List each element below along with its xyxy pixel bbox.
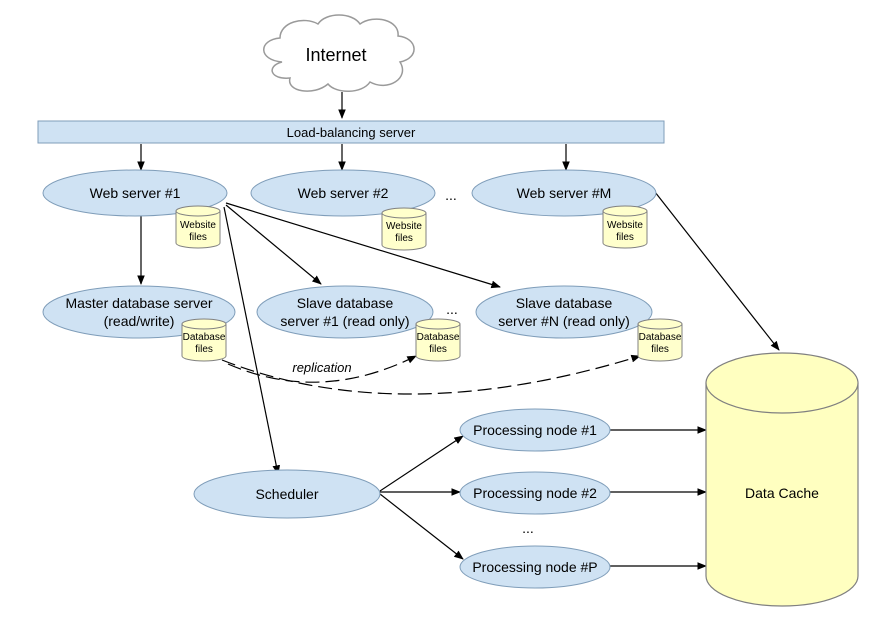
- database-files-slave-1-body: [415, 324, 461, 362]
- database-files-master: Database files: [181, 318, 227, 362]
- arrow-scheduler-to-node1: [379, 435, 464, 492]
- web-server-2-shape: [250, 169, 436, 217]
- web-server-1-shape: [42, 169, 228, 217]
- processing-node-1: Processing node #1: [459, 408, 611, 452]
- slave-database-n-label-1: Slave database: [516, 295, 613, 311]
- database-files-master-label-1: Database: [183, 332, 226, 343]
- database-files-slave-1-top: [415, 318, 461, 330]
- website-files-2-body: [381, 213, 427, 251]
- replication-line-2: [221, 354, 641, 395]
- master-database-label-2: (read/write): [104, 313, 175, 329]
- arrow-web1-to-slave1: [225, 204, 322, 285]
- load-balancer-bar: [37, 120, 665, 144]
- website-files-2-label-2: files: [395, 233, 413, 244]
- scheduler: Scheduler: [193, 469, 381, 519]
- web-server-ellipsis: ...: [445, 187, 457, 203]
- data-cache: Data Cache: [705, 352, 859, 607]
- arrow-scheduler-to-nodep: [379, 493, 464, 560]
- database-files-slave-n: Database files: [637, 318, 683, 362]
- web-server-1: Web server #1: [42, 169, 228, 217]
- web-server-m: Web server #M: [471, 169, 657, 217]
- slave-database-n-shape: [475, 285, 653, 339]
- website-files-1-top: [175, 205, 221, 217]
- processing-node-p-shape: [459, 545, 611, 589]
- database-files-slave-n-top: [637, 318, 683, 330]
- website-files-2-label-1: Website: [386, 221, 422, 232]
- website-files-m-top: [602, 205, 648, 217]
- processing-node-2-label: Processing node #2: [473, 485, 597, 501]
- internet-cloud: Internet: [263, 14, 415, 92]
- data-cache-body: [705, 383, 859, 607]
- database-files-master-top: [181, 318, 227, 330]
- connectors: [137, 92, 780, 570]
- website-files-m-label-1: Website: [607, 220, 643, 231]
- scheduler-shape: [193, 469, 381, 519]
- load-balancer: Load-balancing server: [37, 120, 665, 144]
- web-server-m-shape: [471, 169, 657, 217]
- slave-database-ellipsis: ...: [446, 301, 458, 317]
- website-files-m-body: [602, 211, 648, 249]
- database-files-slave-n-body: [637, 324, 683, 362]
- database-files-slave-1-label-2: files: [429, 344, 447, 355]
- database-files-slave-1: Database files: [415, 318, 461, 362]
- scheduler-label: Scheduler: [255, 486, 318, 502]
- website-files-m: Website files: [602, 205, 648, 249]
- replication-line-1: [227, 355, 417, 383]
- internet-label: Internet: [305, 45, 366, 65]
- processing-node-1-shape: [459, 408, 611, 452]
- website-files-1: Website files: [175, 205, 221, 249]
- web-server-1-label: Web server #1: [90, 185, 181, 201]
- web-server-m-label: Web server #M: [517, 185, 612, 201]
- cloud-shape: [263, 14, 415, 92]
- processing-node-p: Processing node #P: [459, 545, 611, 589]
- arrow-web1-to-slaven: [225, 202, 501, 289]
- slave-database-n-label-2: server #N (read only): [498, 313, 630, 329]
- load-balancer-label: Load-balancing server: [287, 125, 416, 140]
- slave-database-server-n: Slave database server #N (read only): [475, 285, 653, 339]
- processing-node-1-label: Processing node #1: [473, 422, 597, 438]
- processing-node-2: Processing node #2: [459, 471, 611, 515]
- website-files-1-body: [175, 211, 221, 249]
- database-files-master-label-2: files: [195, 344, 213, 355]
- master-database-label-1: Master database server: [65, 295, 212, 311]
- database-files-slave-n-label-1: Database: [639, 332, 682, 343]
- database-files-slave-n-label-2: files: [651, 344, 669, 355]
- database-files-slave-1-label-1: Database: [417, 332, 460, 343]
- web-server-2-label: Web server #2: [298, 185, 389, 201]
- website-files-2-top: [381, 207, 427, 219]
- processing-node-ellipsis: ...: [522, 520, 534, 536]
- data-cache-label: Data Cache: [745, 485, 819, 501]
- slave-database-server-1: Slave database server #1 (read only): [256, 285, 434, 339]
- website-files-2: Website files: [381, 207, 427, 251]
- web-server-2: Web server #2: [250, 169, 436, 217]
- arrow-webm-to-cache: [654, 191, 780, 351]
- arrow-web1-to-scheduler: [223, 206, 281, 475]
- processing-node-2-shape: [459, 471, 611, 515]
- data-cache-top: [705, 352, 859, 414]
- website-files-m-label-2: files: [616, 232, 634, 243]
- slave-database-1-label-1: Slave database: [297, 295, 394, 311]
- database-files-master-body: [181, 324, 227, 362]
- website-files-1-label-2: files: [189, 232, 207, 243]
- replication-label: replication: [292, 360, 351, 375]
- website-files-1-label-1: Website: [180, 220, 216, 231]
- slave-database-1-label-2: server #1 (read only): [280, 313, 409, 329]
- processing-node-p-label: Processing node #P: [472, 559, 597, 575]
- slave-database-1-shape: [256, 285, 434, 339]
